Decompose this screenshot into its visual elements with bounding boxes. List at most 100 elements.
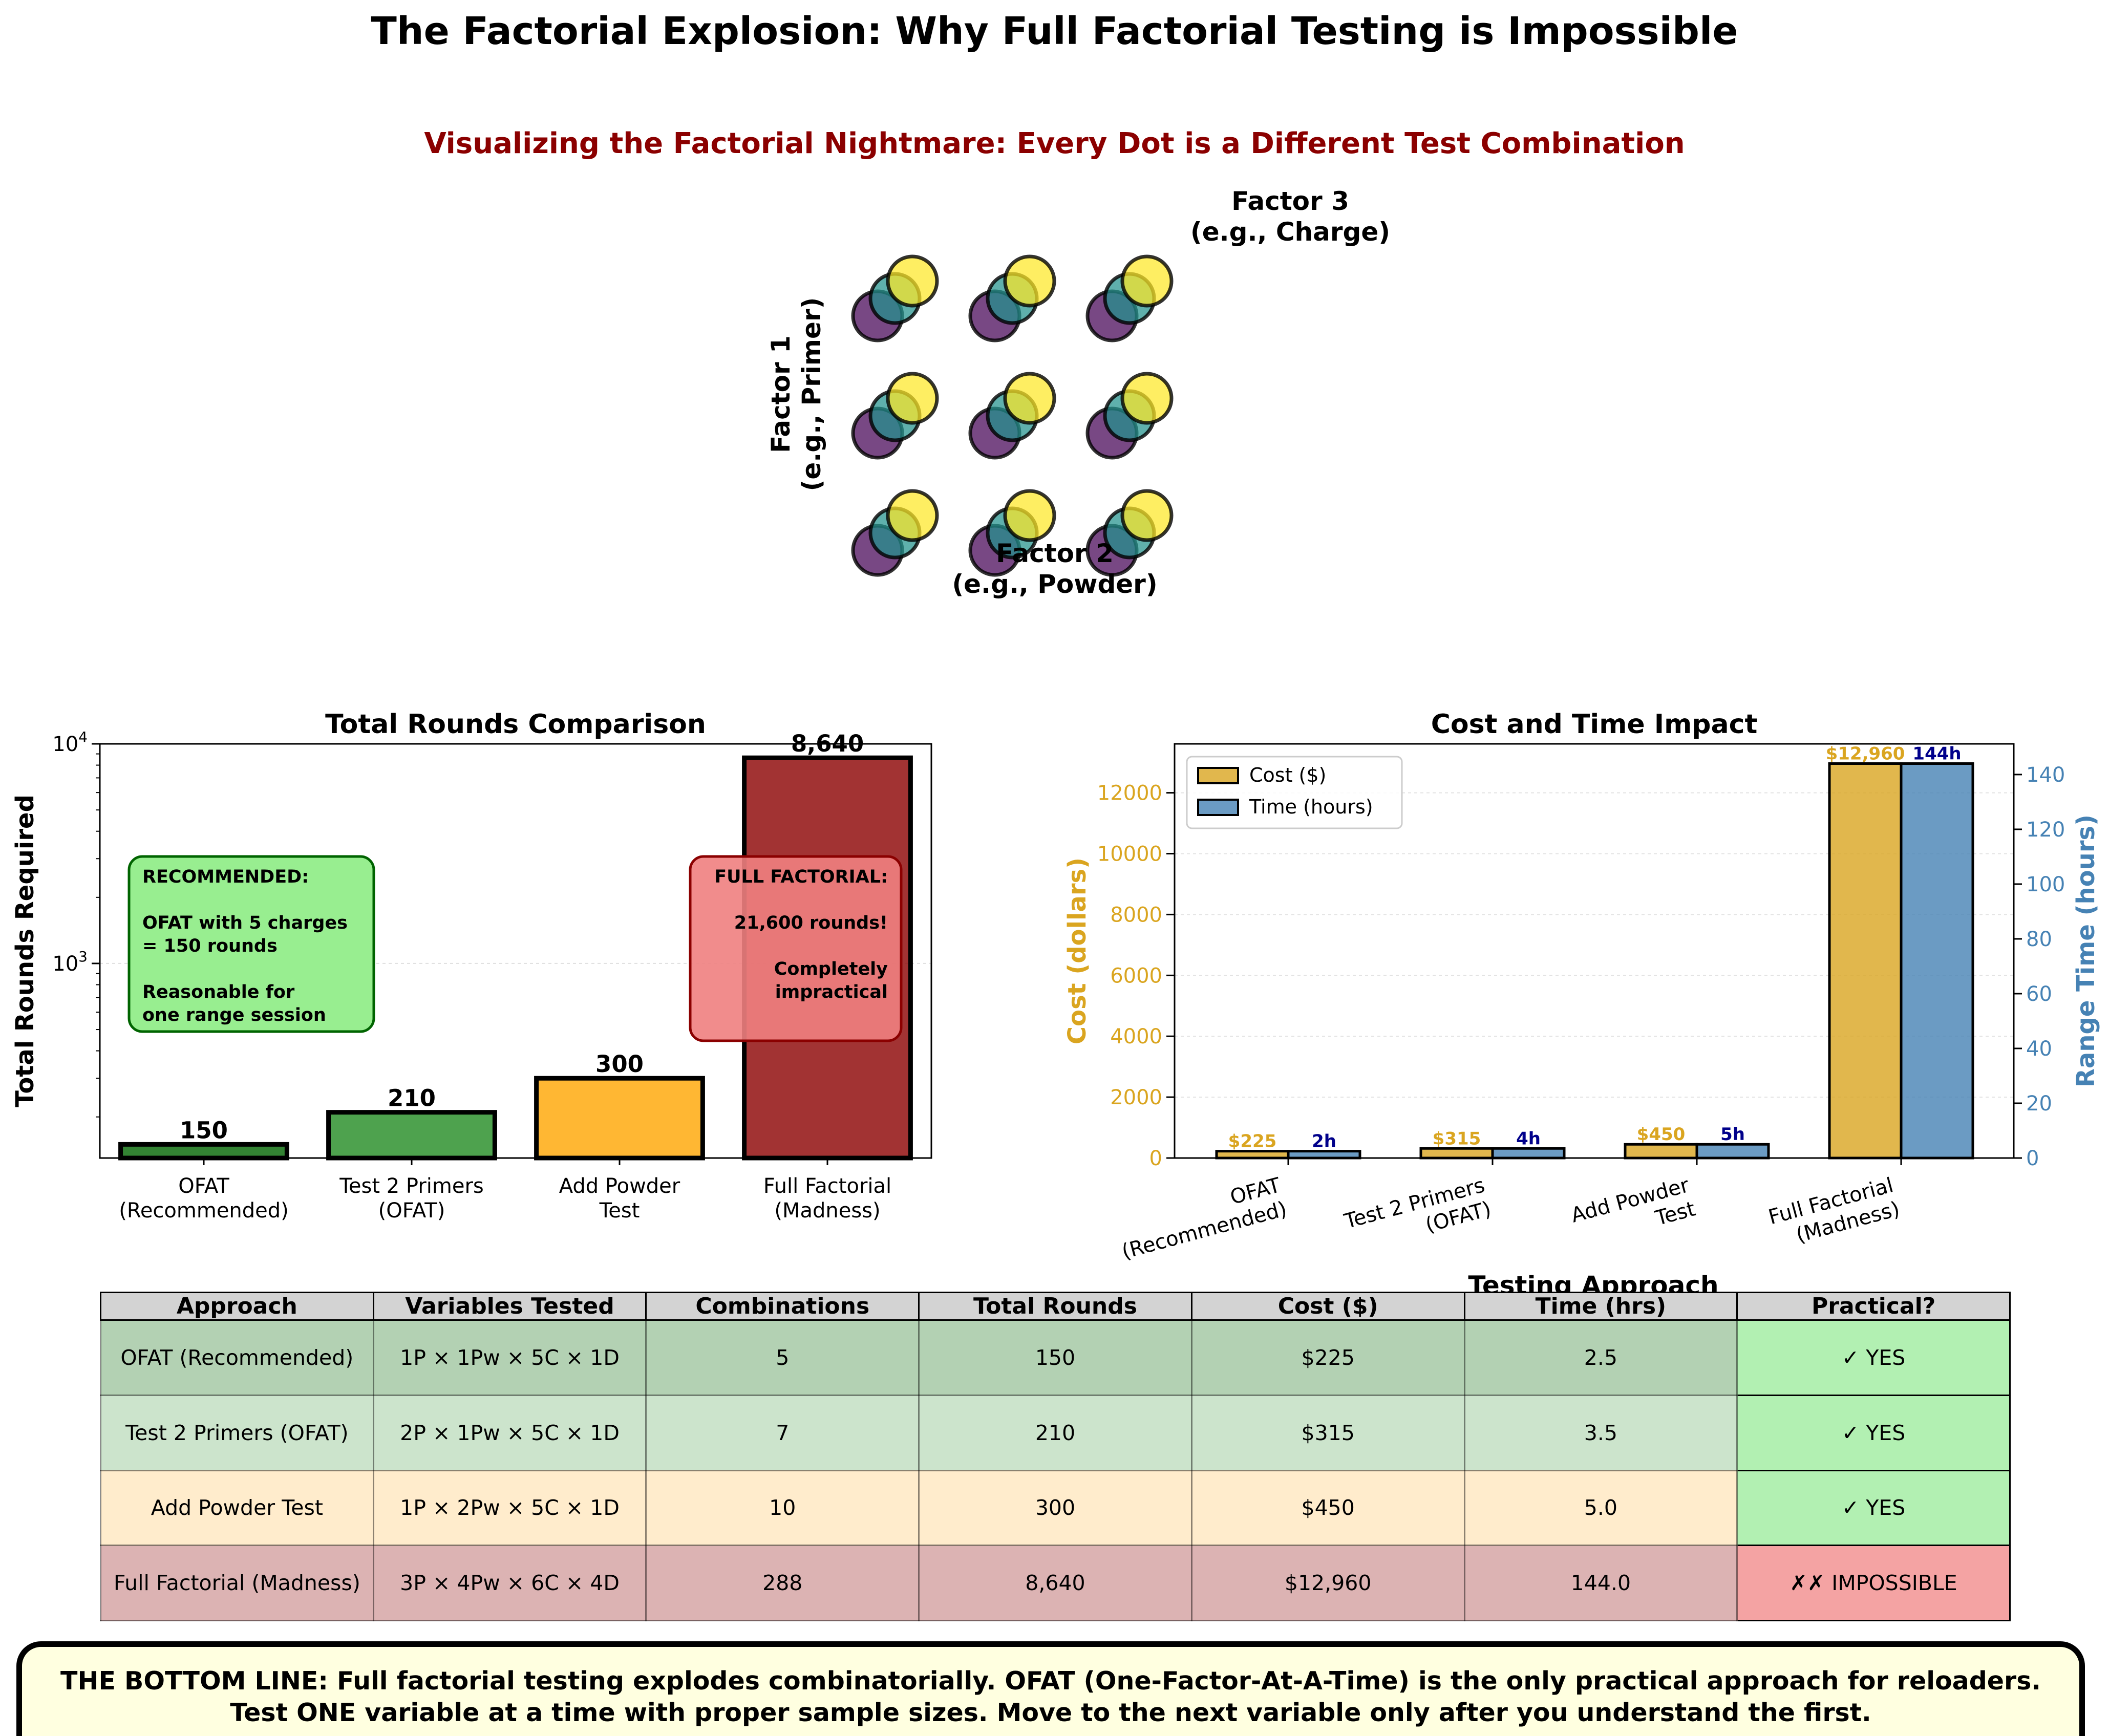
y-right-tick-label: 0 [2026, 1147, 2039, 1170]
table-cell: $12,960 [1190, 1545, 1465, 1621]
y-tick-label: 6000 [1110, 964, 1162, 988]
table-cell: Test 2 Primers (OFAT) [100, 1394, 374, 1471]
y-right-tick-label: 20 [2026, 1092, 2052, 1116]
x-tick-label: Full Factorial(Madness) [1766, 1173, 1902, 1253]
table-column-header: Variables Tested [372, 1292, 647, 1321]
bar-value-label: 210 [388, 1085, 436, 1112]
plot-frame [99, 743, 932, 1159]
bottom-line-text-2: Test ONE variable at a time with proper … [230, 1698, 1871, 1727]
table-cell: OFAT (Recommended) [100, 1319, 374, 1396]
combination-dot [1003, 489, 1056, 542]
full-factorial-box [689, 855, 903, 1042]
time-value-label: 5h [1720, 1124, 1745, 1145]
cost-value-label: $450 [1637, 1124, 1686, 1145]
y-tick-label: 2000 [1110, 1086, 1162, 1109]
time-bar [1900, 762, 1974, 1160]
cost-time-chart: 0200040006000800010000120000204060801001… [1063, 709, 2100, 1300]
table-cell: 300 [918, 1469, 1192, 1547]
legend-swatch-cost [1197, 767, 1239, 784]
y-right-tick-label: 100 [2026, 873, 2065, 896]
cost-value-label: $225 [1228, 1131, 1277, 1152]
y-axis-label: Cost (dollars) [1063, 858, 1092, 1044]
y-tick-label: 10000 [1097, 842, 1162, 866]
x-tick-label: Test 2 Primers(OFAT) [339, 1174, 483, 1223]
y-tick-label: 4000 [1110, 1025, 1162, 1048]
legend-label-cost: Cost ($) [1249, 764, 1326, 786]
table-cell: 3.5 [1463, 1394, 1738, 1471]
bar [118, 1142, 289, 1161]
factor-combination-diagram: Factor 1(e.g., Primer)Factor 2(e.g., Pow… [766, 186, 1390, 599]
time-bar [1695, 1143, 1770, 1160]
combination-dot [1120, 254, 1174, 308]
table-cell: 288 [645, 1545, 920, 1621]
combination-dot [1120, 489, 1174, 542]
table-cell: 3P × 4Pw × 6C × 4D [372, 1545, 647, 1621]
practical-cell: ✓ YES [1736, 1469, 2011, 1547]
cost-bar [1215, 1150, 1290, 1160]
combination-dot [1003, 254, 1056, 308]
y-right-tick-label: 80 [2026, 928, 2052, 951]
table-cell: 7 [645, 1394, 920, 1471]
x-tick-label: OFAT(Recommended) [1113, 1173, 1290, 1264]
table-cell: 10 [645, 1469, 920, 1547]
table-row: Full Factorial (Madness)3P × 4Pw × 6C × … [100, 1545, 2011, 1621]
chart-title: Cost and Time Impact [1431, 709, 1758, 740]
y-right-tick-label: 120 [2026, 818, 2065, 842]
y-axis-label: Total Rounds Required [11, 795, 39, 1107]
cost-value-label: $12,960 [1826, 744, 1905, 764]
practical-cell: ✗✗ IMPOSSIBLE [1736, 1545, 2011, 1621]
y-right-tick-label: 40 [2026, 1037, 2052, 1061]
factor2-label: Factor 2(e.g., Powder) [952, 539, 1157, 599]
table-cell: 144.0 [1463, 1545, 1738, 1621]
time-value-label: 4h [1516, 1128, 1541, 1149]
recommended-annotation: RECOMMENDED:OFAT with 5 charges= 150 rou… [142, 867, 348, 1025]
x-tick-label: Add PowderTest [1568, 1173, 1698, 1251]
main-title: The Factorial Explosion: Why Full Factor… [371, 9, 1738, 53]
recommended-box [127, 855, 375, 1033]
x-tick-label: OFAT(Recommended) [119, 1174, 289, 1223]
bar-value-label: 150 [180, 1117, 228, 1144]
table-column-header: Time (hrs) [1463, 1292, 1738, 1321]
table-column-header: Practical? [1736, 1292, 2011, 1321]
chart-title: Total Rounds Comparison [325, 709, 706, 740]
y-right-axis-label: Range Time (hours) [2072, 815, 2100, 1087]
y-right-tick-label: 60 [2026, 982, 2052, 1006]
table-cell: 8,640 [918, 1545, 1192, 1621]
cost-bar [1624, 1143, 1698, 1160]
table-cell: Full Factorial (Madness) [100, 1545, 374, 1621]
table-cell: $225 [1190, 1319, 1465, 1396]
cost-bar [1828, 762, 1903, 1160]
table-cell: 210 [918, 1394, 1192, 1471]
combination-dot [1120, 372, 1174, 425]
cost-value-label: $315 [1433, 1128, 1481, 1149]
table-cell: $450 [1190, 1469, 1465, 1547]
table-cell: 5.0 [1463, 1469, 1738, 1547]
legend [1186, 756, 1403, 829]
table-cell: Add Powder Test [100, 1469, 374, 1547]
practical-cell: ✓ YES [1736, 1394, 2011, 1471]
table-cell: 2.5 [1463, 1319, 1738, 1396]
bottom-line-text-1: THE BOTTOM LINE: Full factorial testing … [60, 1666, 2041, 1696]
table-column-header: Total Rounds [918, 1292, 1192, 1321]
table-column-header: Approach [100, 1292, 374, 1321]
factor3-label: Factor 3(e.g., Charge) [1190, 186, 1390, 247]
y-right-tick-label: 140 [2026, 763, 2065, 787]
table-cell: 1P × 1Pw × 5C × 1D [372, 1319, 647, 1396]
combination-dot [886, 372, 939, 425]
table-cell: $315 [1190, 1394, 1465, 1471]
table-column-header: Cost ($) [1190, 1292, 1465, 1321]
y-tick-label: 12000 [1097, 782, 1162, 805]
table-cell: 1P × 2Pw × 5C × 1D [372, 1469, 647, 1547]
time-value-label: 144h [1912, 744, 1961, 764]
y-tick-label: 0 [1149, 1147, 1162, 1170]
x-tick-label: Full Factorial(Madness) [763, 1174, 891, 1223]
combination-dot [886, 489, 939, 542]
legend-swatch-time [1197, 799, 1239, 816]
